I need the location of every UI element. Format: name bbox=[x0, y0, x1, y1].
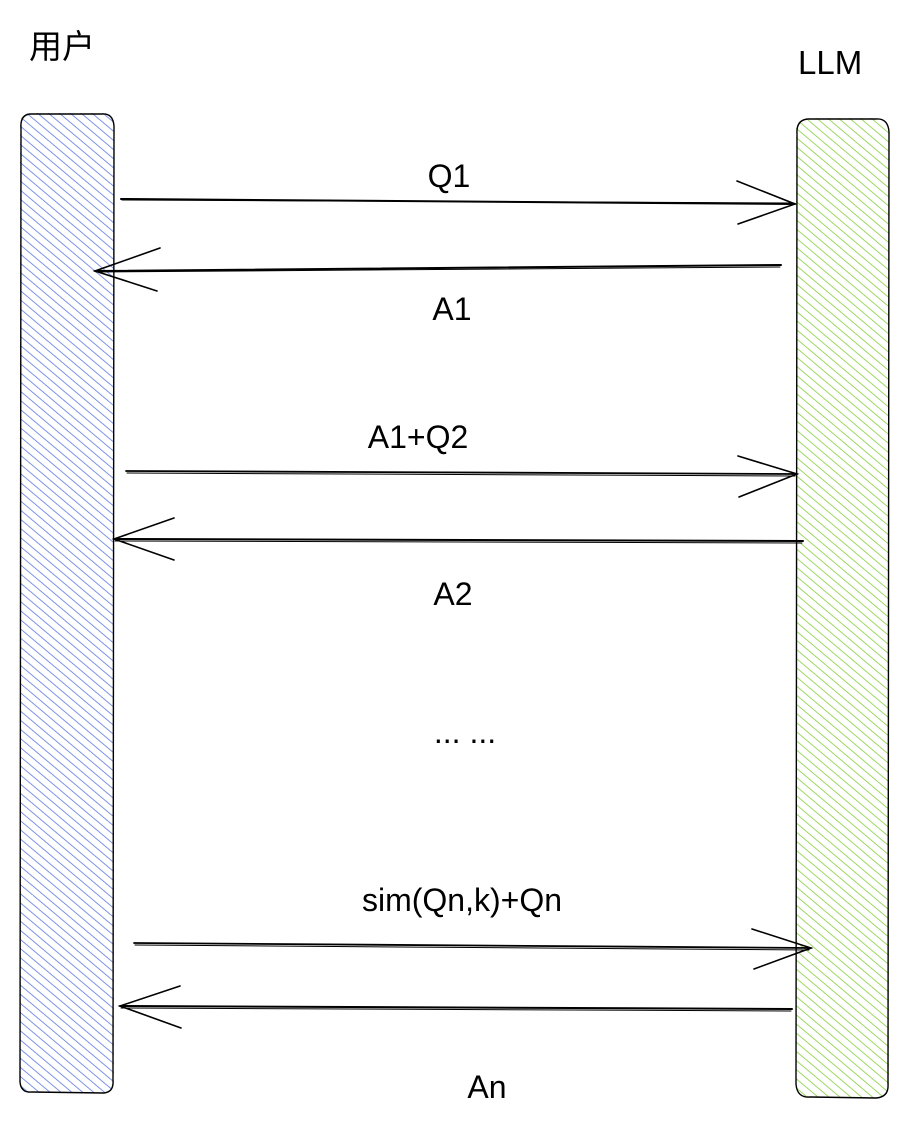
message-label-sim-qn: sim(Qn,k)+Qn bbox=[361, 882, 563, 918]
user-actor-label: 用户 bbox=[29, 28, 95, 65]
llm-actor-label: LLM bbox=[798, 44, 863, 81]
message-label-a2: A2 bbox=[433, 576, 473, 612]
message-label-a1: A1 bbox=[432, 291, 472, 327]
arrow-a2 bbox=[111, 517, 804, 561]
message-label-an: An bbox=[467, 1069, 507, 1105]
arrow-a1 bbox=[92, 247, 782, 292]
arrow-an bbox=[117, 985, 793, 1029]
arrow-sim-qn bbox=[133, 928, 814, 970]
user-lifeline bbox=[19, 113, 115, 1094]
message-label-a1-q2: A1+Q2 bbox=[367, 419, 469, 455]
arrow-a1-q2 bbox=[125, 455, 800, 498]
llm-lifeline bbox=[795, 118, 890, 1099]
message-label-q1: Q1 bbox=[427, 158, 471, 194]
ellipsis-label: ... ... bbox=[433, 714, 497, 750]
arrow-q1 bbox=[120, 180, 798, 225]
